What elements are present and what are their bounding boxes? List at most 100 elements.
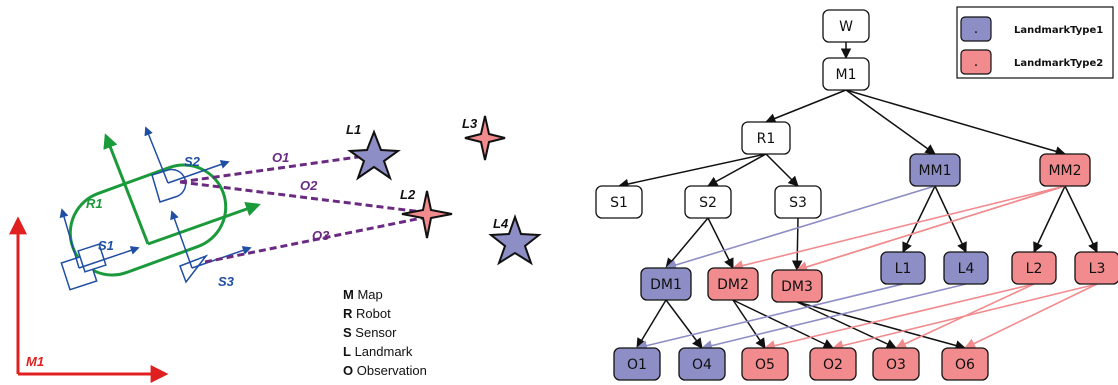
- tree-node-box: [880, 251, 926, 285]
- key-item-robot: R Robot: [343, 306, 391, 321]
- sensor-s1-label: S1: [98, 238, 114, 253]
- tree-node-box: [741, 121, 791, 155]
- tree-edges: [617, 42, 1098, 352]
- tree-edge-s2-dm2: [707, 217, 734, 269]
- tree-node-label: O6: [955, 357, 975, 373]
- tree-node-box: [809, 347, 857, 381]
- tree-node-r1: R1: [741, 121, 791, 155]
- legend-swatch-type2-text: .: [974, 54, 978, 70]
- tree-node-box: [595, 185, 643, 219]
- tree-node-dm3: DM3: [771, 269, 823, 303]
- tree-edge-s3-dm3: [791, 217, 803, 272]
- landmark-l4-label: L4: [493, 216, 509, 231]
- tree-node-l2: L2: [1011, 251, 1057, 285]
- tree-edge-dm1-o4: [665, 299, 703, 349]
- tree-node-box: [613, 347, 661, 381]
- tree-node-label: O1: [627, 357, 647, 373]
- key-item-sensor: S Sensor: [343, 325, 397, 340]
- tree-edge-l1-o1: [635, 283, 904, 352]
- tree-node-box: [941, 347, 989, 381]
- tree-node-box: [909, 153, 961, 187]
- tree-edge-l3-o6: [963, 283, 1098, 349]
- tree-edge-m1-mm2: [845, 89, 1067, 157]
- scene-illustration: M1 R1 S1 S2 S3: [9, 115, 542, 383]
- legend-label-type1: LandmarkType1: [1014, 25, 1103, 36]
- observation-lines: [179, 153, 423, 264]
- tree-node-l3: L3: [1074, 251, 1118, 285]
- tree-node-label: M1: [836, 67, 857, 83]
- tree-node-label: MM2: [1048, 163, 1081, 179]
- tree-node-s1: S1: [595, 185, 643, 219]
- tree-edge-l4-o4: [700, 283, 967, 352]
- tree-edge-dm2-o2: [732, 299, 834, 349]
- tree-edge-s2-dm1: [665, 217, 709, 269]
- legend-swatch-type1: [960, 16, 992, 42]
- tree-node-box: [678, 347, 726, 381]
- tree-node-label: O2: [823, 357, 843, 373]
- legend: . LandmarkType1 . LandmarkType2: [956, 6, 1114, 79]
- landmark-l1-star-icon: [347, 129, 401, 181]
- tree-edge-l2-o5: [763, 283, 1035, 352]
- legend-swatch-type1-text: .: [974, 21, 978, 37]
- tree-node-o1: O1: [613, 347, 661, 381]
- tree-node-box: [774, 185, 822, 219]
- tree-node-box: [822, 57, 870, 91]
- tree-node-box: [771, 269, 823, 303]
- tree-node-box: [741, 347, 789, 381]
- tree-node-label: O4: [692, 357, 712, 373]
- tree-node-l4: L4: [943, 251, 989, 285]
- tree-edge-dm3-o6: [796, 301, 967, 351]
- tree-node-label: DM1: [650, 277, 682, 293]
- landmark-l2-star-icon: [401, 190, 453, 239]
- map-frame-axes: [9, 216, 169, 383]
- tree-node-label: S3: [789, 195, 807, 211]
- tree-node-l1: L1: [880, 251, 926, 285]
- tree-node-dm2: DM2: [707, 267, 759, 301]
- landmark-l3-star-icon: [464, 115, 506, 161]
- tree-edge-r1-s3: [765, 153, 799, 187]
- tree-node-label: S1: [610, 195, 628, 211]
- tree-node-s3: S3: [774, 185, 822, 219]
- tree-node-label: DM3: [781, 279, 813, 295]
- tree-node-label: L2: [1026, 261, 1043, 277]
- tree-node-w: W: [822, 9, 870, 43]
- tree-node-o4: O4: [678, 347, 726, 381]
- robot-label: R1: [86, 196, 103, 211]
- key-item-map: M Map: [343, 287, 383, 302]
- observation-o1-label: O1: [272, 150, 289, 165]
- tree-node-label: O3: [886, 357, 906, 373]
- tree-node-box: [684, 185, 732, 219]
- landmark-l2-label: L2: [400, 187, 416, 202]
- landmark-l1-label: L1: [346, 122, 361, 137]
- observation-o2-label: O2: [300, 178, 318, 193]
- tree-node-label: S2: [699, 195, 717, 211]
- tree-node-label: O5: [755, 357, 775, 373]
- landmark-l3-label: L3: [462, 116, 478, 131]
- tree-edge-mm1-l1: [902, 185, 936, 253]
- tree-node-box: [640, 267, 692, 301]
- tree-node-label: MM1: [918, 163, 951, 179]
- tree-node-mm2: MM2: [1039, 153, 1091, 187]
- tree-edge-dm2-o5: [732, 299, 766, 349]
- tree-node-box: [1011, 251, 1057, 285]
- tree-node-o3: O3: [872, 347, 920, 381]
- tree-node-o5: O5: [741, 347, 789, 381]
- landmark-l4-star-icon: [488, 213, 542, 266]
- tree-node-box: [1039, 153, 1091, 187]
- sensor-s3-label: S3: [218, 274, 235, 289]
- tree-edge-l3-o2: [831, 283, 1098, 352]
- tree-edge-mm2-dm2: [731, 185, 1066, 272]
- tree-node-box: [1074, 251, 1118, 285]
- tree-edge-r1-s1: [617, 153, 767, 190]
- tree-node-box: [822, 9, 870, 43]
- tree-node-label: L4: [958, 261, 975, 277]
- tree-node-label: R1: [757, 131, 776, 147]
- tree-edge-dm3-o3: [796, 301, 897, 349]
- tree-node-m1: M1: [822, 57, 870, 91]
- tree-edge-mm2-l3: [1064, 185, 1098, 253]
- tree-node-s2: S2: [684, 185, 732, 219]
- robot-frame-axes: [103, 133, 261, 246]
- tree-edge-mm1-l4: [934, 185, 967, 253]
